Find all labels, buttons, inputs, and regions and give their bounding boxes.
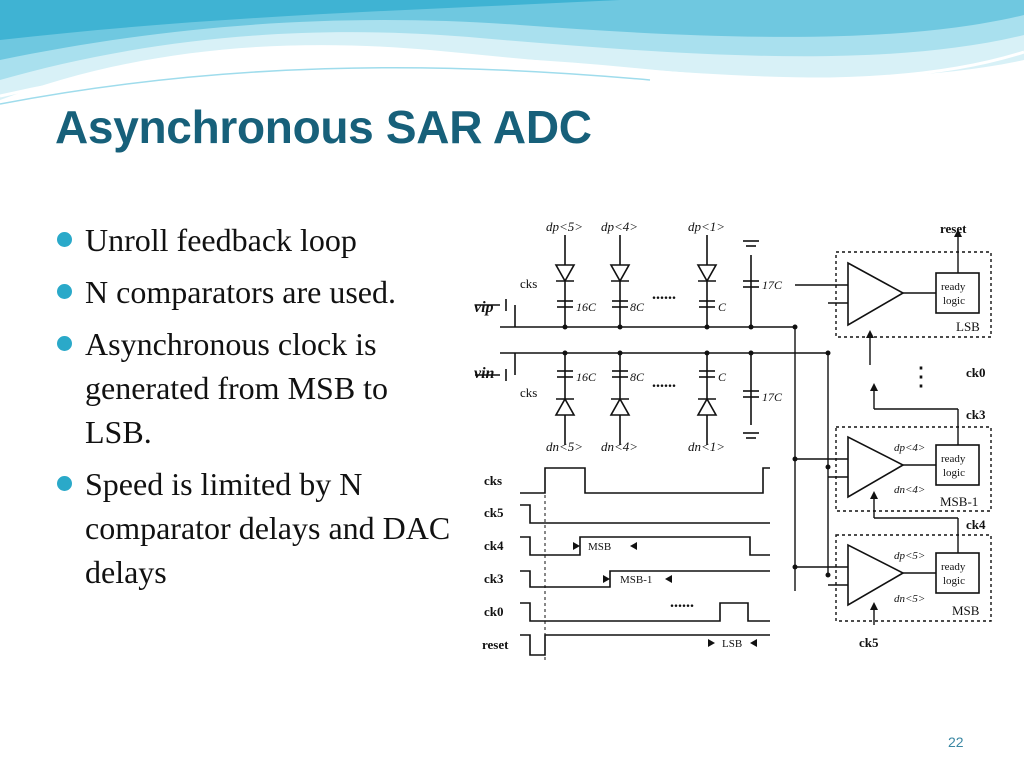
label-vin: vin — [474, 365, 495, 382]
bullet-item: Speed is limited by N comparator delays … — [55, 462, 455, 594]
label-dots-bottom: ...... — [652, 374, 676, 391]
label-dp5-out: dp<5> — [894, 550, 925, 562]
label-ready-lsb: ready — [941, 281, 966, 293]
label-logic-msb: logic — [943, 575, 965, 587]
label-ck3: ck3 — [966, 407, 986, 422]
label-cks-top: cks — [520, 276, 537, 291]
timing-label-ck3: ck3 — [484, 571, 504, 586]
bullet-icon — [57, 284, 72, 299]
bullet-icon — [57, 336, 72, 351]
label-ck4: ck4 — [966, 517, 986, 532]
label-dn5-out: dn<5> — [894, 593, 925, 605]
label-ck5: ck5 — [859, 635, 879, 650]
bullet-text: Asynchronous clock is generated from MSB… — [85, 326, 389, 450]
label-vip: vip — [474, 299, 494, 316]
label-dp4: dp<4> — [601, 219, 638, 234]
label-lsb-block: LSB — [956, 319, 980, 334]
bullet-text: Speed is limited by N comparator delays … — [85, 466, 451, 590]
timing-label-ck5: ck5 — [484, 505, 504, 520]
bullet-icon — [57, 476, 72, 491]
bullet-text: Unroll feedback loop — [85, 222, 357, 258]
label-cap-16-top: 16C — [576, 300, 597, 314]
label-dp1: dp<1> — [688, 219, 725, 234]
label-cap-17-bottom: 17C — [762, 390, 783, 404]
slide-number: 22 — [948, 734, 964, 750]
label-reset-top: reset — [940, 221, 967, 236]
label-dp5: dp<5> — [546, 219, 583, 234]
bullet-icon — [57, 232, 72, 247]
label-dn4-out: dn<4> — [894, 484, 925, 496]
bullet-item: N comparators are used. — [55, 270, 455, 314]
label-dn1: dn<1> — [688, 439, 725, 454]
label-cap-8-top: 8C — [630, 300, 645, 314]
label-msb1-block: MSB-1 — [940, 494, 978, 509]
label-ck0: ck0 — [966, 365, 986, 380]
label-ready-msb: ready — [941, 561, 966, 573]
label-cap-16-bottom: 16C — [576, 370, 597, 384]
label-cap-8-bottom: 8C — [630, 370, 645, 384]
label-dp4-out: dp<4> — [894, 442, 925, 454]
timing-delay-msb1: MSB-1 — [620, 574, 652, 586]
bullet-list: Unroll feedback loop N comparators are u… — [55, 218, 455, 602]
timing-label-ck0: ck0 — [484, 604, 504, 619]
label-cap-cu-top: C — [718, 300, 727, 314]
label-cks-bottom: cks — [520, 385, 537, 400]
label-ready-msb1: ready — [941, 453, 966, 465]
timing-delay-lsb: LSB — [722, 638, 742, 650]
label-vdots: ⋮ — [908, 362, 934, 391]
label-cap-17-top: 17C — [762, 278, 783, 292]
timing-dots: ...... — [670, 594, 694, 611]
slide-title: Asynchronous SAR ADC — [55, 101, 592, 153]
label-dn4: dn<4> — [601, 439, 638, 454]
timing-label-reset: reset — [482, 637, 509, 652]
label-dn5: dn<5> — [546, 439, 583, 454]
label-logic-lsb: logic — [943, 295, 965, 307]
label-dots-top: ...... — [652, 286, 676, 303]
sar-adc-circuit-diagram: dp<5> dp<4> dp<1> dn<5> dn<4> dn<1> cks … — [470, 215, 998, 667]
timing-label-ck4: ck4 — [484, 538, 504, 553]
timing-delay-msb: MSB — [588, 541, 611, 553]
bullet-item: Unroll feedback loop — [55, 218, 455, 262]
label-msb-block: MSB — [952, 603, 980, 618]
bullet-item: Asynchronous clock is generated from MSB… — [55, 322, 455, 454]
header-wave-decoration — [0, 0, 1024, 105]
label-logic-msb1: logic — [943, 467, 965, 479]
bullet-text: N comparators are used. — [85, 274, 396, 310]
timing-label-cks: cks — [484, 473, 502, 488]
label-cap-cu-bottom: C — [718, 370, 727, 384]
